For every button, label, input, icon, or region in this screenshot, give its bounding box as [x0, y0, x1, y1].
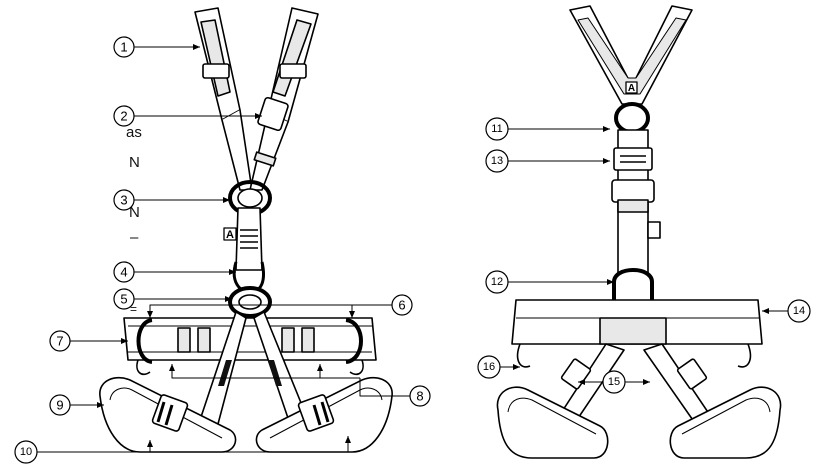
callout-6: 6: [391, 294, 413, 316]
front-shoulder-buckle-left: [202, 63, 230, 79]
callout-9: 9: [49, 394, 71, 416]
front-side-d-ring-left: [136, 318, 153, 364]
side-text-2: N: [129, 154, 140, 171]
back-strap-tab: [647, 221, 661, 239]
callout-5: 5: [113, 288, 135, 310]
svg-text:10: 10: [20, 446, 32, 458]
svg-text:9: 9: [56, 398, 63, 413]
callout-16: 16: [477, 355, 501, 379]
front-waist-belt: [123, 317, 377, 361]
back-leg-buckle-right: [676, 358, 708, 390]
back-strap-buckle: [613, 147, 653, 171]
callout-1: 1: [113, 36, 135, 58]
svg-text:11: 11: [491, 123, 502, 135]
svg-text:5: 5: [120, 292, 127, 307]
callout-7: 7: [49, 330, 71, 352]
callout-13: 13: [485, 149, 509, 173]
callout-3: 3: [113, 189, 135, 211]
callout-14: 14: [787, 299, 811, 323]
front-gear-loop-left: [136, 359, 151, 376]
front-side-d-ring-right: [345, 318, 363, 364]
back-gear-loop-left: [516, 343, 531, 368]
side-text-4: –: [130, 229, 139, 246]
back-gear-loop-right: [737, 343, 752, 368]
svg-text:1: 1: [120, 40, 127, 55]
side-text-6: =: [130, 302, 138, 316]
front-chest-strap-stitch: [253, 151, 277, 167]
side-text-3: N: [129, 204, 140, 221]
svg-text:7: 7: [56, 334, 63, 349]
side-text-1: as: [126, 124, 142, 141]
front-view: A: [99, 7, 393, 453]
back-a-marker-box: [625, 81, 638, 94]
back-a-marker: A: [628, 83, 635, 94]
front-leg-strap-stripes: [218, 360, 282, 386]
front-center-strap: [235, 207, 263, 271]
back-leg-loop-left: [496, 386, 609, 459]
svg-text:6: 6: [398, 298, 405, 313]
front-belt-stitch-blocks: [177, 327, 315, 353]
back-strap-adjuster: [611, 179, 655, 203]
callout-4: 4: [113, 261, 135, 283]
front-chest-adjuster: [257, 96, 289, 132]
svg-text:15: 15: [608, 376, 620, 388]
front-shoulder-buckle-right: [279, 63, 307, 79]
front-a-marker-box: [223, 227, 237, 241]
front-leg-buckle-bars: [156, 401, 330, 426]
svg-text:14: 14: [793, 305, 805, 317]
back-dorsal-d-ring: [614, 102, 650, 134]
callout-12: 12: [485, 270, 509, 294]
callout-15: 15: [602, 370, 626, 394]
svg-text:3: 3: [120, 193, 127, 208]
svg-text:13: 13: [491, 155, 503, 167]
callout-11: 11: [485, 117, 509, 141]
svg-text:12: 12: [491, 276, 503, 288]
callout-2: 2: [113, 105, 135, 127]
back-lower-d-ring: [612, 268, 654, 304]
svg-text:16: 16: [483, 361, 495, 373]
leader-arrowheads: [97, 44, 769, 447]
front-strap-left: [221, 109, 253, 191]
callout-10: 10: [14, 440, 38, 464]
svg-text:2: 2: [120, 109, 127, 124]
svg-text:8: 8: [416, 389, 423, 404]
back-leg-loop-right: [669, 386, 782, 459]
callout-labels: 1 2 3 4 5 6 7 8 9 10 11 12 13 14 15 16: [14, 36, 811, 464]
svg-text:4: 4: [120, 265, 127, 280]
back-view: A: [496, 5, 782, 459]
callout-8: 8: [409, 385, 431, 407]
front-a-marker: A: [226, 229, 234, 241]
front-gear-loop-right: [349, 359, 364, 376]
